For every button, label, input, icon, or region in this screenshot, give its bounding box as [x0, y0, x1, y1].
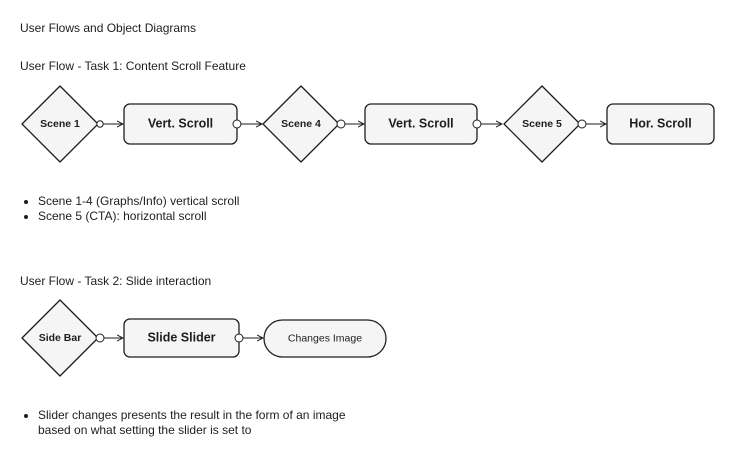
scene1-decision-node: Scene 1 — [21, 85, 99, 163]
connector-vert-scroll-to-scene5 — [472, 119, 502, 129]
flow2-note-line-2: based on what setting the slider is set … — [38, 423, 252, 437]
slide-slider-node: Slide Slider — [123, 318, 240, 358]
flow1-diagram: Scene 1 Vert. Scroll Scene 4 Vert. S — [21, 85, 715, 163]
flow2-title: User Flow - Task 2: Slide interaction — [20, 274, 212, 288]
slide-slider-label: Slide Slider — [147, 330, 215, 344]
scene4-decision-node: Scene 4 — [262, 85, 340, 163]
flow2-note-line-1: Slider changes presents the result in th… — [38, 408, 346, 422]
connector-side-bar-to-slide-slider — [95, 333, 123, 343]
page-title: User Flows and Object Diagrams — [20, 21, 197, 35]
hor-scroll-node: Hor. Scroll — [606, 103, 715, 145]
flow2-note-item: Slider changes presents the result in th… — [38, 408, 346, 438]
vert-scroll-node-2: Vert. Scroll — [364, 103, 478, 145]
flow2-notes: Slider changes presents the result in th… — [20, 408, 346, 438]
flow2-diagram: Side Bar Slide Slider Changes Image — [21, 299, 387, 377]
connector-slide-slider-to-changes-image — [234, 333, 263, 343]
vert-scroll-node-1: Vert. Scroll — [123, 103, 238, 145]
changes-image-terminal-node: Changes Image — [263, 319, 387, 358]
scene4-label: Scene 4 — [281, 118, 321, 130]
scene5-decision-node: Scene 5 — [503, 85, 581, 163]
scene5-label: Scene 5 — [522, 118, 562, 130]
vert-scroll-1-label: Vert. Scroll — [148, 116, 213, 130]
connector-scene5-to-hor-scroll — [577, 119, 606, 129]
flow1-note-item: Scene 1-4 (Graphs/Info) vertical scroll — [38, 194, 239, 209]
flow1-notes: Scene 1-4 (Graphs/Info) vertical scroll … — [20, 194, 239, 224]
side-bar-decision-node: Side Bar — [21, 299, 99, 377]
changes-image-label: Changes Image — [288, 332, 362, 344]
flow1-note-item: Scene 5 (CTA): horizontal scroll — [38, 209, 239, 224]
connector-scene4-to-vert-scroll — [336, 119, 364, 129]
vert-scroll-2-label: Vert. Scroll — [388, 116, 453, 130]
flow1-title: User Flow - Task 1: Content Scroll Featu… — [20, 59, 246, 73]
connector-scene1-to-vert-scroll — [96, 120, 123, 128]
connector-vert-scroll-to-scene4 — [232, 119, 262, 129]
hor-scroll-label: Hor. Scroll — [629, 116, 692, 130]
scene1-label: Scene 1 — [40, 118, 80, 130]
side-bar-label: Side Bar — [39, 332, 82, 344]
